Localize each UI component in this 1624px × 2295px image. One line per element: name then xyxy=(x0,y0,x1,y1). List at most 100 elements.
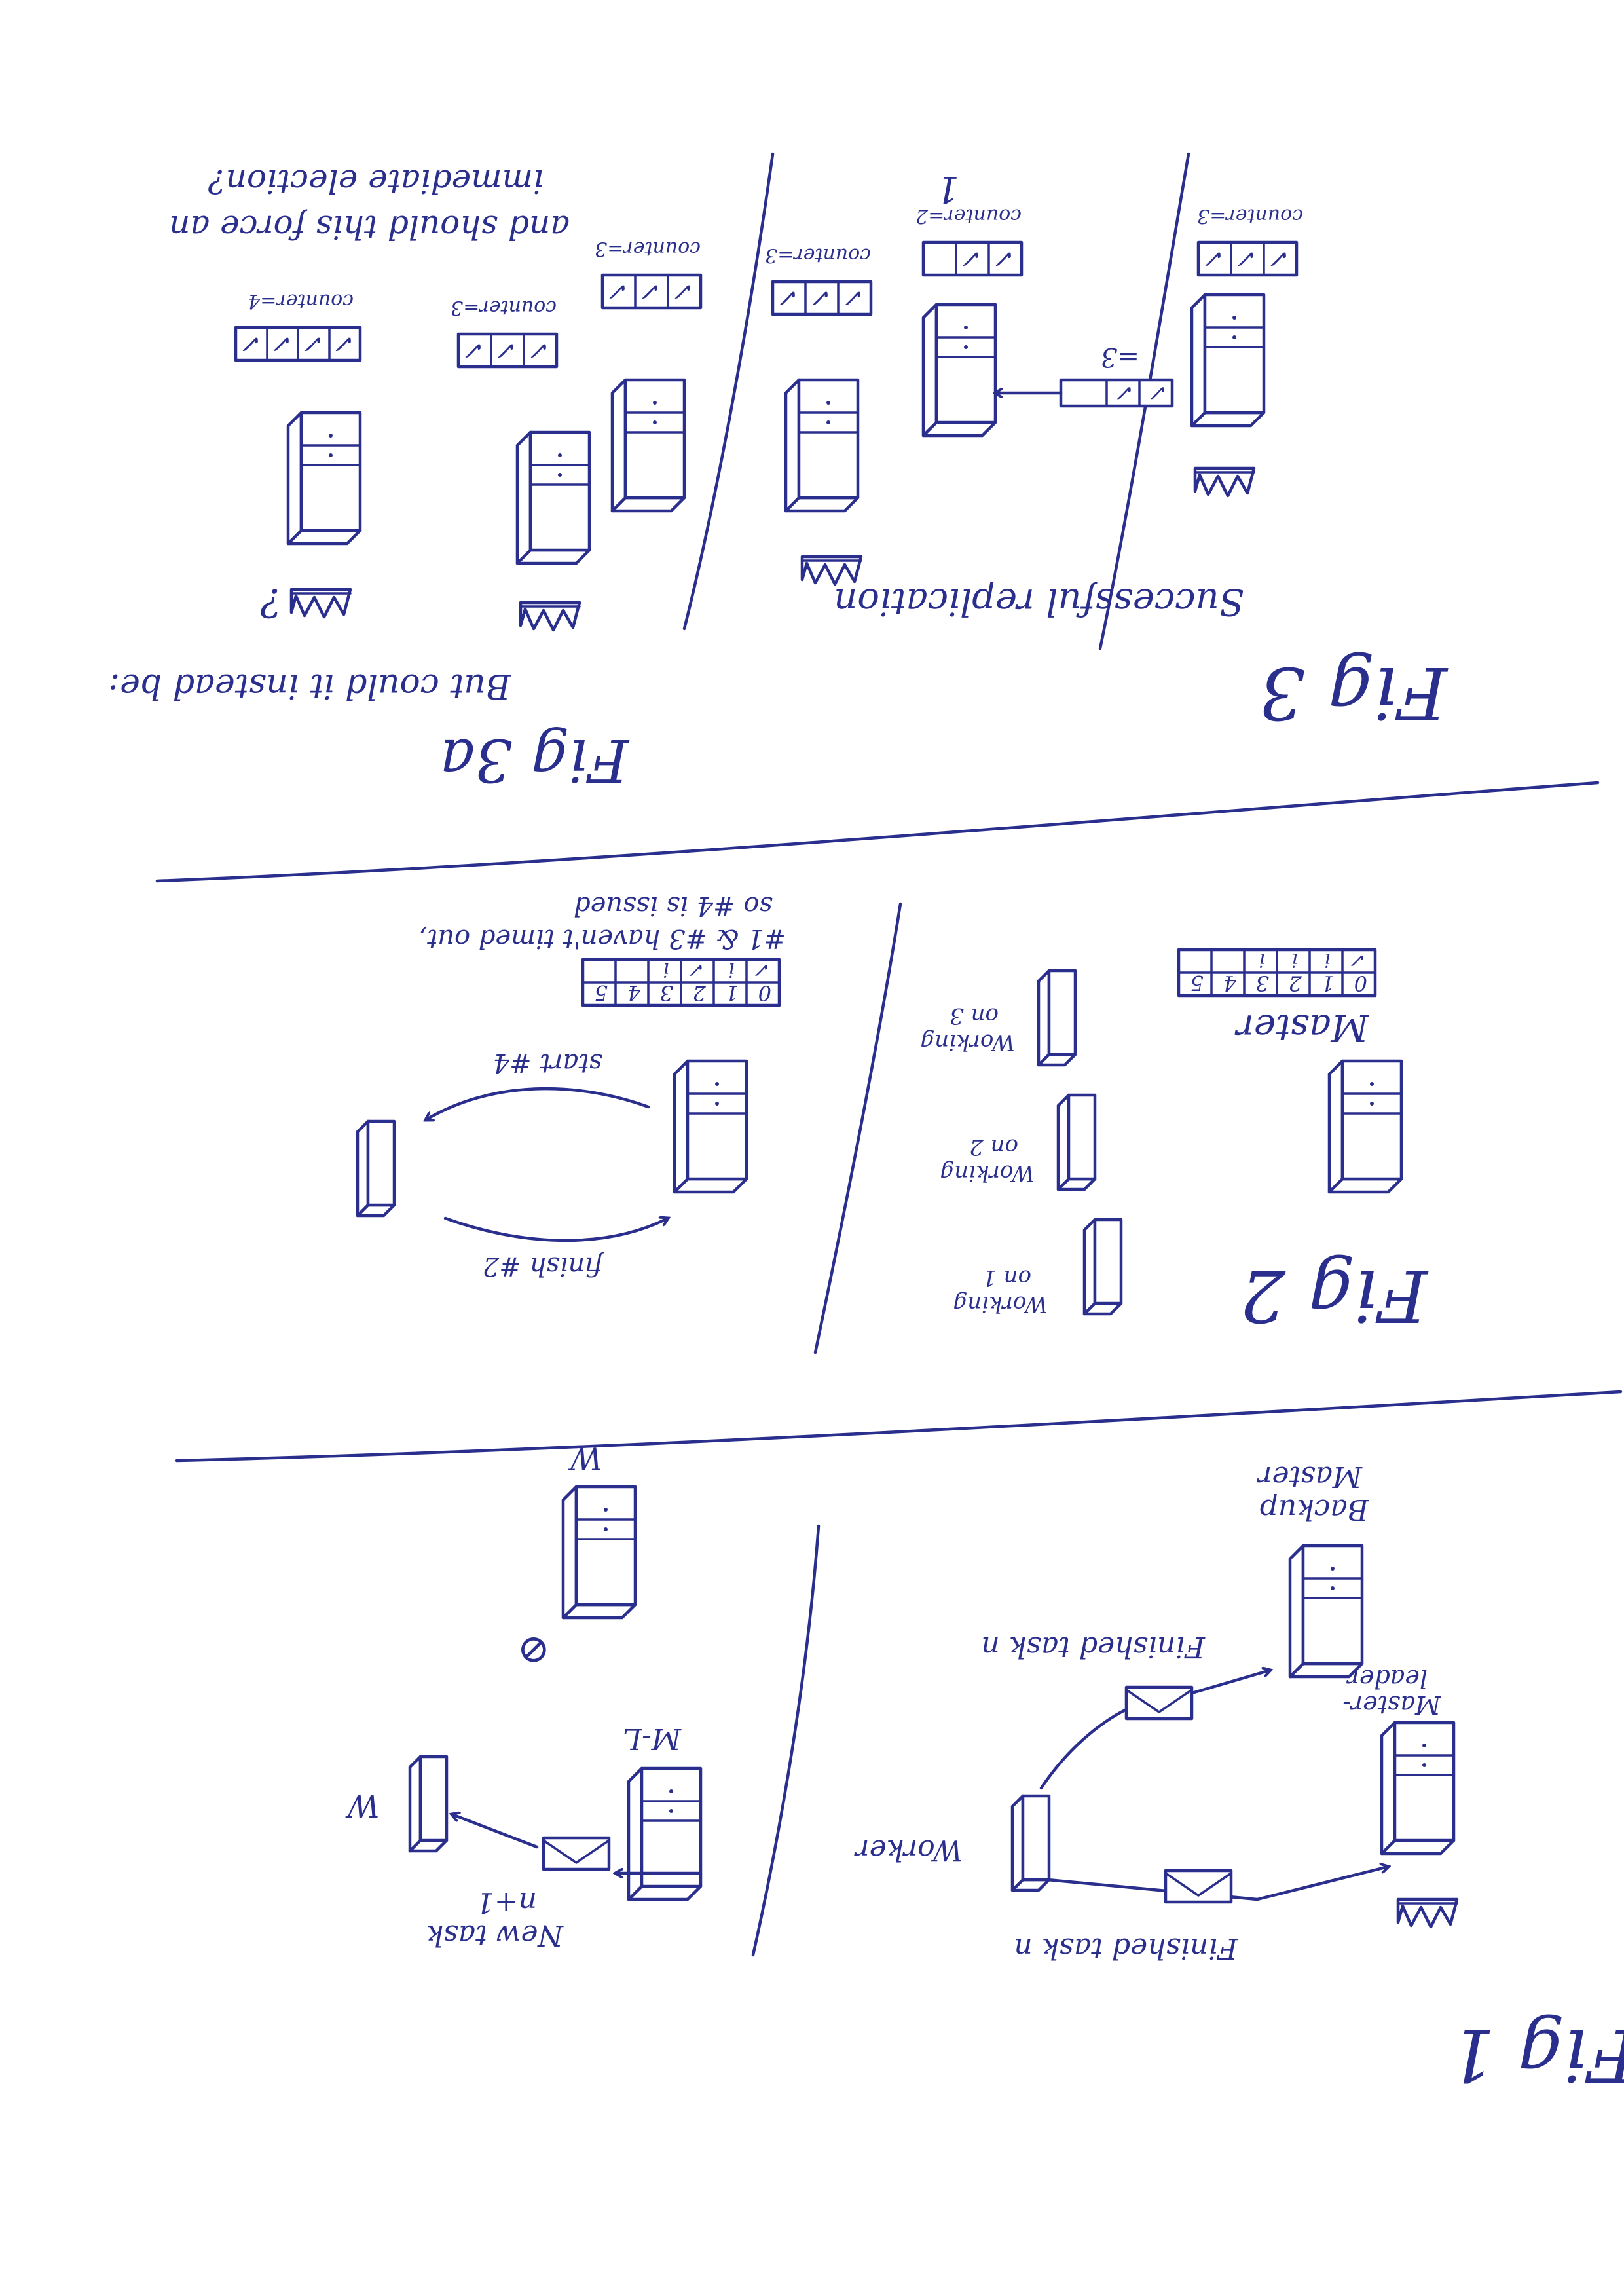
fig1-backup-b: Master xyxy=(1256,1460,1363,1493)
svg-text:✓: ✓ xyxy=(1117,379,1136,405)
fig2-master-log-mark-3: i xyxy=(1259,948,1265,971)
fig3-replication-message: ✓ ✓ =3 xyxy=(995,342,1174,408)
fig2-master-log-idx-2: 2 xyxy=(1289,971,1302,996)
fig2-worker-3 xyxy=(1039,971,1075,1065)
fig1-arrow-msg-to-w xyxy=(452,1814,539,1849)
fig2-right-log-idx-2: 2 xyxy=(693,980,707,1005)
fig2-worker-1 xyxy=(1084,1220,1121,1314)
fig1-new-task-a: New task xyxy=(426,1918,564,1952)
fig1-w-left-label: W xyxy=(568,1440,602,1476)
fig2-master-server xyxy=(1329,1061,1401,1192)
fig1-new-task-b: n+1 xyxy=(476,1886,537,1919)
svg-text:✓: ✓ xyxy=(674,277,695,306)
fig2-master-log: 0 1 2 3 4 5 ✓ i i i xyxy=(1177,948,1377,998)
fig3a-log-1: ✓ ✓ ✓ counter=3 xyxy=(451,296,559,369)
fig2-worker-3-label-b: on 3 xyxy=(950,1003,999,1029)
fig2-master-log-mark-2: i xyxy=(1291,948,1298,971)
fig1-worker-box xyxy=(1012,1796,1049,1890)
fig2-finish-label: finish #2 xyxy=(483,1251,604,1281)
fig1-finished-upper: Finished task n xyxy=(981,1630,1206,1664)
fig2-master-log-idx-4: 4 xyxy=(1223,971,1237,996)
svg-text:✓: ✓ xyxy=(642,277,663,306)
fig1-envelope-lower xyxy=(1166,1871,1231,1902)
fig3a-count-1: counter=3 xyxy=(451,296,557,319)
fig3a-note-2: immediate election? xyxy=(208,162,544,200)
fig2-master-log-idx-5: 5 xyxy=(1190,971,1204,996)
fig2-start-label: start #4 xyxy=(493,1048,602,1078)
fig2-right-log-idx-1: 1 xyxy=(726,980,739,1005)
fig3a-group: Fig 3a But could it instead be: ? ✓ ✓ ✓ … xyxy=(109,162,630,794)
fig3-mid-log-1: ✓ ✓ ✓ counter=3 xyxy=(765,244,873,316)
svg-text:✓: ✓ xyxy=(304,329,325,358)
svg-text:✓: ✓ xyxy=(1205,244,1226,273)
svg-text:✓: ✓ xyxy=(1270,244,1291,273)
svg-text:✓: ✓ xyxy=(465,336,486,365)
fig2-right-log-mark-3: i xyxy=(663,958,669,981)
fig3a-note-1: and should this force an xyxy=(169,208,570,246)
fig2-worker-1-label-b: on 1 xyxy=(982,1265,1031,1291)
fig3-log-1: ✓ ✓ ✓ counter=3 xyxy=(1196,204,1303,277)
fig2-worker-2 xyxy=(1058,1095,1095,1189)
fig2-group: Fig 2 Master 0 1 2 3 4 5 ✓ i i i Working… xyxy=(358,891,1429,1337)
fig2-worker-3-label-a: Working xyxy=(921,1029,1016,1055)
fig2-worker-1-label-a: Working xyxy=(953,1291,1048,1317)
svg-text:✓: ✓ xyxy=(273,329,294,358)
svg-text:✓: ✓ xyxy=(335,329,356,358)
fig2-master-log-idx-3: 3 xyxy=(1256,971,1269,996)
fig2-right-log-idx-5: 5 xyxy=(595,980,608,1005)
fig2-master-log-idx-1: 1 xyxy=(1321,971,1335,996)
fig1-master-leader-b: leader xyxy=(1346,1664,1428,1693)
svg-text:✓: ✓ xyxy=(779,284,800,312)
fig2-worker-2-label-a: Working xyxy=(940,1160,1035,1186)
fig1-vertical-divider xyxy=(751,1524,821,1957)
fig3-vertical-divider-right xyxy=(1098,152,1190,650)
fig3-log-2: ✓ ✓ counter=2 xyxy=(915,204,1024,277)
svg-text:✓: ✓ xyxy=(609,277,630,306)
fig3a-question: But could it instead be: xyxy=(109,666,511,705)
svg-text:✓: ✓ xyxy=(1238,244,1259,273)
fig3-title: Fig 3 xyxy=(1259,651,1449,735)
fig3-count-3: counter=3 xyxy=(765,244,871,267)
fig2-right-log-mark-0: ✓ xyxy=(755,958,771,981)
fig2-vertical-divider xyxy=(813,902,902,1354)
fig3-message-label: =3 xyxy=(1101,342,1139,372)
fig3-mid-log-2: ✓ ✓ ✓ counter=3 xyxy=(595,237,703,310)
fig3-leader-server xyxy=(1192,295,1264,426)
fig3-follower-server xyxy=(923,305,995,436)
fig1-ml-label: M-L xyxy=(623,1722,682,1755)
fig2-master-label: Master xyxy=(1234,1006,1369,1049)
fig2-right-log: 0 1 2 3 4 5 ✓ i ✓ i xyxy=(581,958,781,1007)
fig3-vertical-divider-left xyxy=(682,152,775,631)
fig3-count-2: counter=2 xyxy=(915,204,1022,227)
fig2-right-master-server xyxy=(674,1061,747,1192)
fig3a-q-mark: ? xyxy=(260,580,282,625)
fig1-envelope-upper xyxy=(1126,1687,1192,1719)
fig3-mid-server-1 xyxy=(786,380,858,511)
fig2-note-1: #1 & #3 haven't timed out, xyxy=(418,924,786,954)
fig1-backup-server xyxy=(1290,1546,1362,1677)
fig3-extra: 1 xyxy=(936,168,959,210)
svg-text:✓: ✓ xyxy=(530,336,551,365)
svg-text:✓: ✓ xyxy=(845,284,866,312)
fig1-title: Fig 1 xyxy=(1449,2013,1624,2097)
fig3-count-1: counter=3 xyxy=(1197,204,1303,227)
fig1-leader-server xyxy=(1382,1723,1454,1854)
fig1-backup-a: Backup xyxy=(1260,1493,1369,1526)
fig2-title: Fig 2 xyxy=(1240,1254,1429,1337)
fig1-null-symbol: ⊘ xyxy=(517,1628,550,1673)
fig3a-title: Fig 3a xyxy=(440,726,630,794)
fig3-caption: Successful replication xyxy=(834,580,1244,623)
fig3-group: Fig 3 Successful replication ✓ ✓ =3 ✓ ✓ … xyxy=(595,168,1449,735)
fig3a-server-2 xyxy=(288,413,360,544)
svg-text:✓: ✓ xyxy=(498,336,519,365)
fig2-right-log-idx-0: 0 xyxy=(758,980,771,1005)
fig1-arrow-to-backup xyxy=(1039,1707,1128,1790)
fig2-start-arrow xyxy=(426,1087,650,1120)
fig1-envelope-new-task xyxy=(544,1838,609,1869)
fig1-finished-lower: Finished task n xyxy=(1014,1931,1238,1965)
fig2-master-log-idx-0: 0 xyxy=(1354,971,1367,996)
fig2-right-log-idx-4: 4 xyxy=(627,980,641,1005)
fig1-w-right-label: W xyxy=(345,1787,380,1823)
fig2-worker-2-label-b: on 2 xyxy=(969,1134,1018,1160)
fig2-note-2: so #4 is issued xyxy=(574,891,773,921)
